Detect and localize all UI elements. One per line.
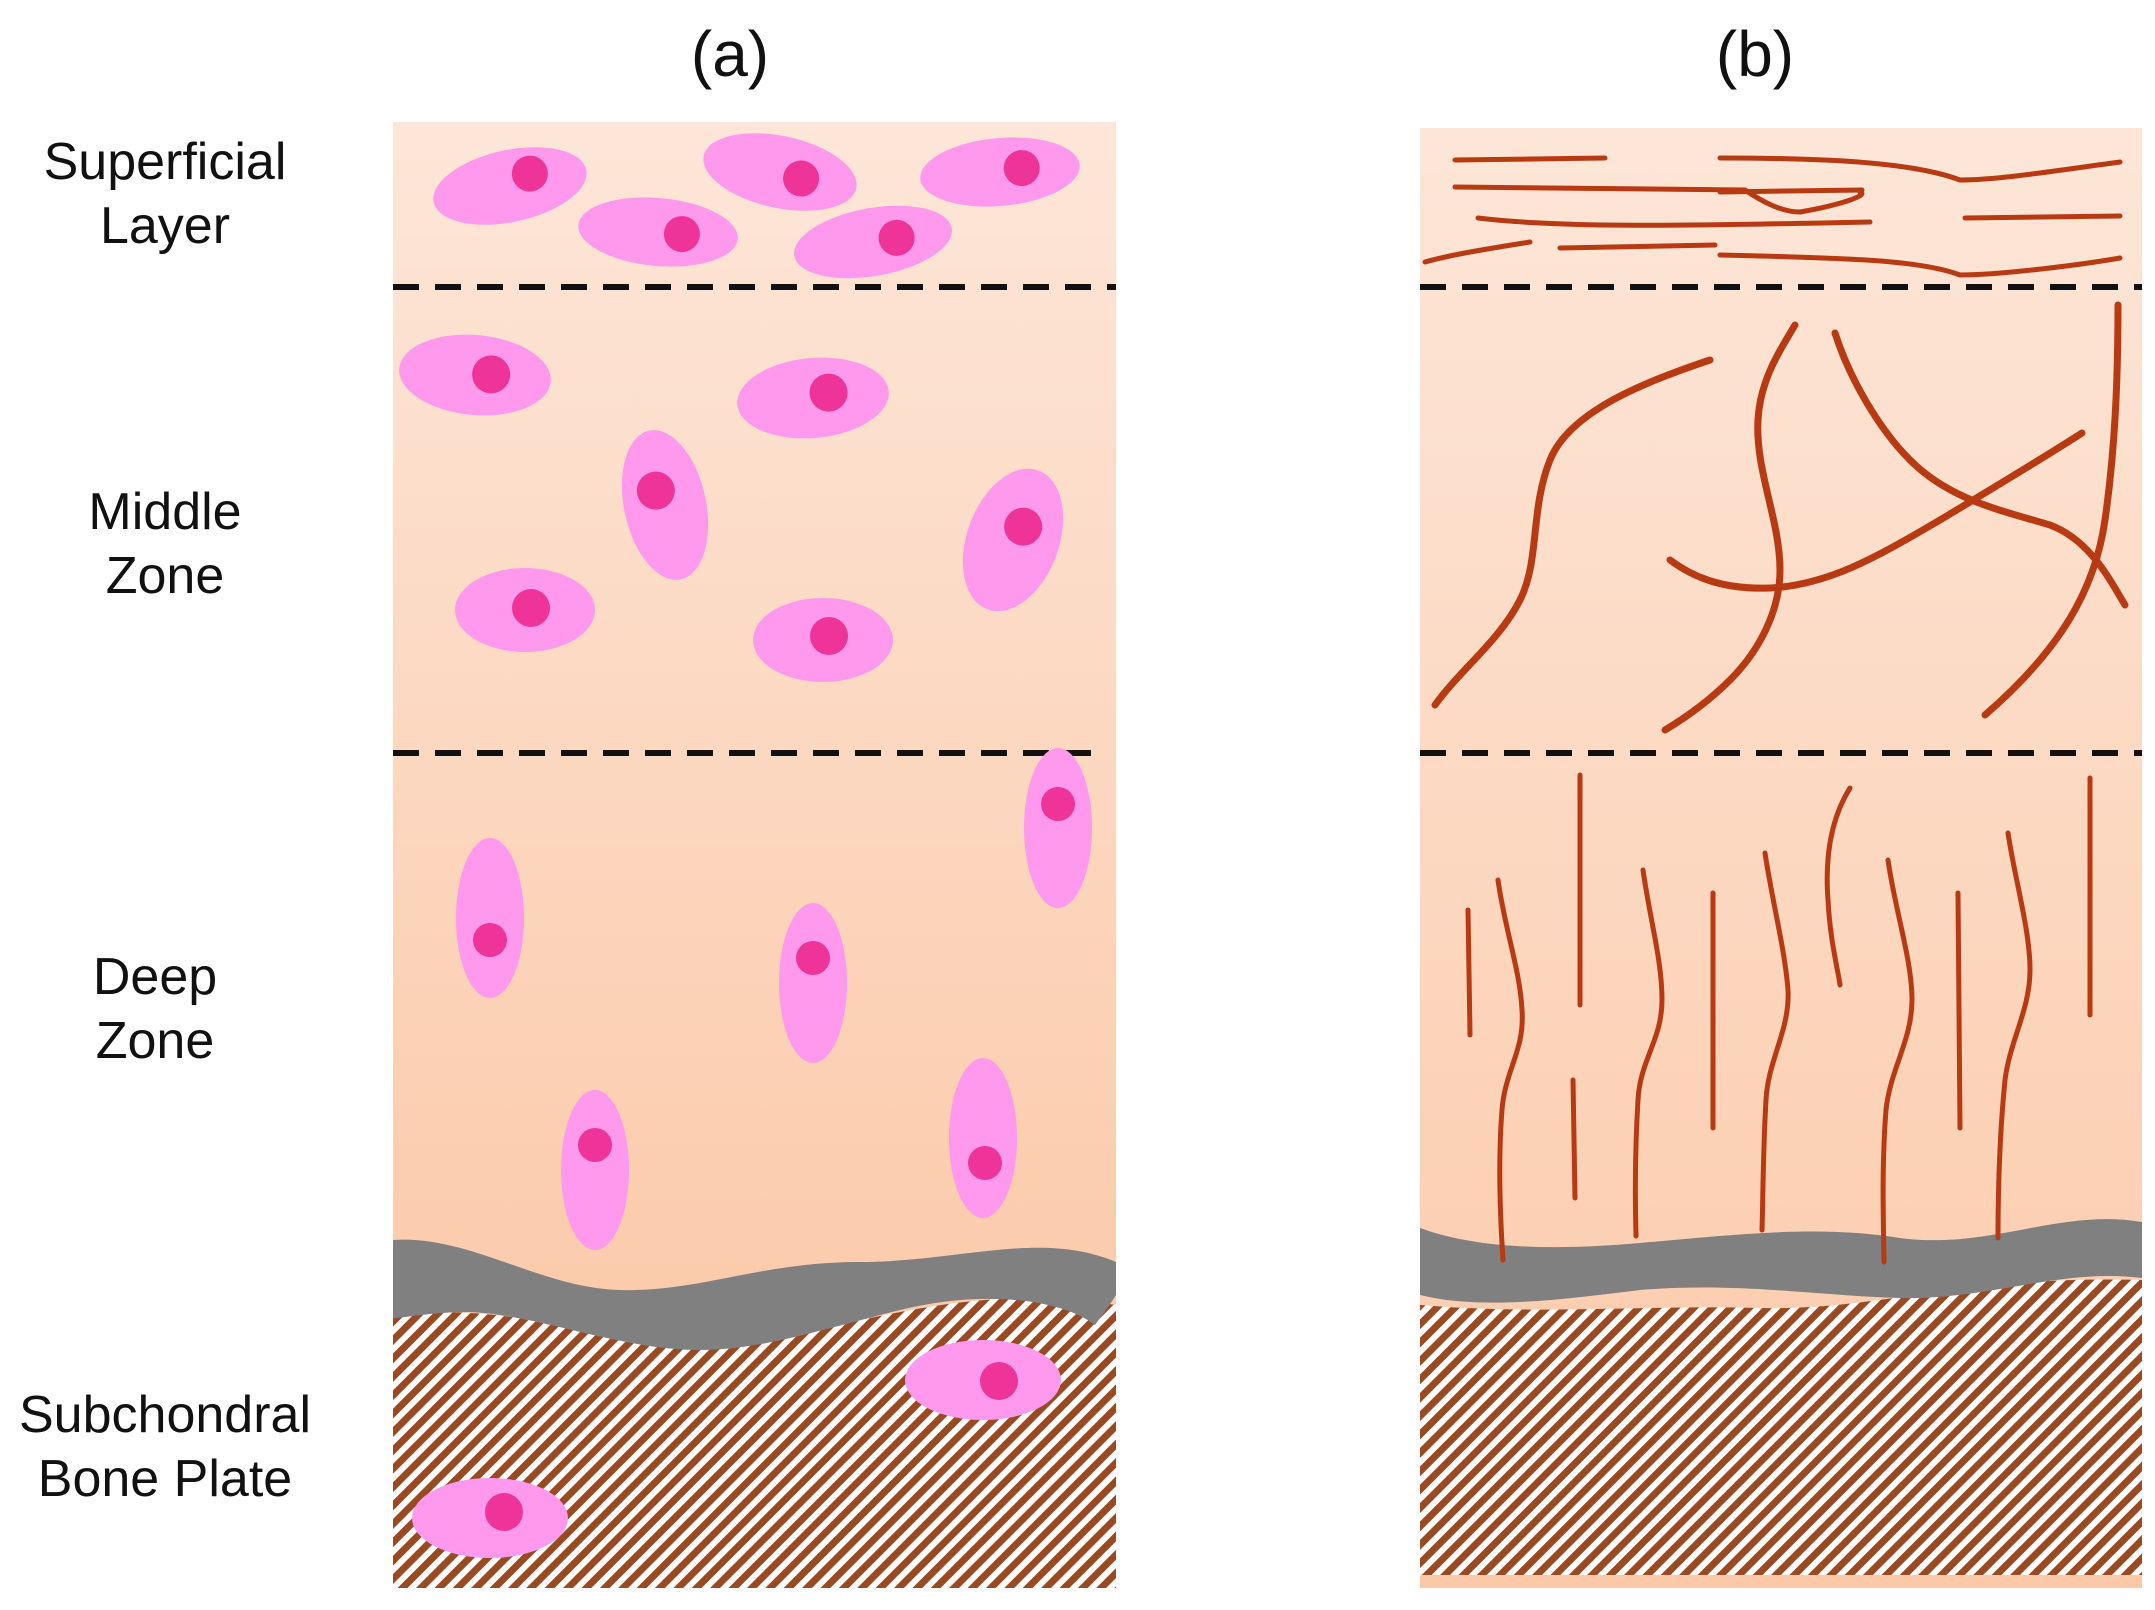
collagen-fiber — [1557, 242, 1718, 251]
chondrocyte — [455, 568, 595, 652]
chondrocyte — [578, 197, 738, 267]
collagen-fiber — [1475, 215, 1873, 228]
collagen-fiber — [1831, 329, 2129, 609]
zone-label-subchondral-line1: Subchondral — [19, 1386, 311, 1444]
chondrocyte — [433, 147, 587, 225]
deep-collagen-fibers — [1465, 772, 2093, 1265]
collagen-fiber — [1422, 239, 1533, 265]
zone-label-middle: Middle Zone — [0, 480, 330, 608]
collagen-fiber — [1981, 301, 2122, 719]
collagen-fiber — [1632, 867, 1665, 1239]
collagen-fiber — [1995, 830, 2033, 1241]
collagen-fiber — [1717, 252, 2123, 278]
collagen-fiber — [1955, 890, 1963, 1131]
collagen-fiber — [1824, 785, 1853, 988]
collagen-fiber — [1717, 155, 2123, 183]
collagen-fiber — [1880, 857, 1915, 1265]
chondrocyte — [1024, 748, 1092, 908]
collagen-fiber — [1717, 187, 1865, 195]
chondrocyte — [561, 1090, 629, 1250]
panel-a-title: (a) — [690, 18, 770, 90]
collagen-fiber — [1465, 907, 1473, 1038]
middle-collagen-fibers — [1431, 301, 2129, 734]
chondrocyte — [779, 903, 847, 1063]
superficial-collagen-fibers — [1422, 155, 2123, 278]
collagen-fiber — [1452, 155, 1608, 163]
zone-label-deep-line1: Deep — [92, 948, 218, 1006]
chondrocyte — [399, 334, 551, 416]
collagen-fiber — [1661, 321, 1799, 734]
zone-label-subchondral-line2: Bone Plate — [37, 1450, 293, 1508]
zone-label-middle-line2: Zone — [105, 547, 225, 605]
zone-label-deep-line2: Zone — [95, 1012, 215, 1070]
chondrocyte — [737, 357, 889, 439]
osteocyte — [412, 1478, 568, 1558]
collagen-fiber — [1495, 877, 1525, 1263]
zone-label-middle-line1: Middle — [88, 483, 242, 541]
chondrocyte — [621, 430, 709, 580]
zone-label-superficial: Superficial Layer — [0, 130, 330, 258]
zone-label-deep: Deep Zone — [0, 945, 320, 1073]
chondrocyte — [793, 205, 953, 279]
collagen-fiber — [1431, 356, 1714, 709]
collagen-fiber — [1452, 184, 1865, 215]
panel-b-bone-plate — [1420, 1279, 2142, 1575]
collagen-fiber — [1962, 213, 2123, 221]
panel-a-tidemark — [393, 1239, 1116, 1350]
chondrocyte — [920, 137, 1080, 207]
osteocyte — [905, 1340, 1061, 1420]
collagen-fiber — [1570, 1077, 1578, 1201]
chondrocyte — [753, 598, 893, 682]
panel-b-title: (b) — [1715, 18, 1795, 90]
chondrocyte — [949, 1058, 1017, 1218]
chondrocyte — [456, 838, 524, 998]
chondrocyte — [962, 468, 1064, 612]
zone-label-subchondral: Subchondral Bone Plate — [0, 1383, 330, 1511]
panel-a — [393, 122, 1116, 1588]
collagen-fiber — [1759, 850, 1791, 1233]
zone-label-superficial-line2: Layer — [99, 197, 231, 255]
collagen-fiber — [1666, 429, 2086, 592]
panel-b — [1420, 128, 2142, 1588]
panel-b-tidemark — [1420, 1219, 2142, 1303]
chondrocyte — [703, 133, 857, 211]
zone-label-superficial-line1: Superficial — [43, 133, 287, 191]
